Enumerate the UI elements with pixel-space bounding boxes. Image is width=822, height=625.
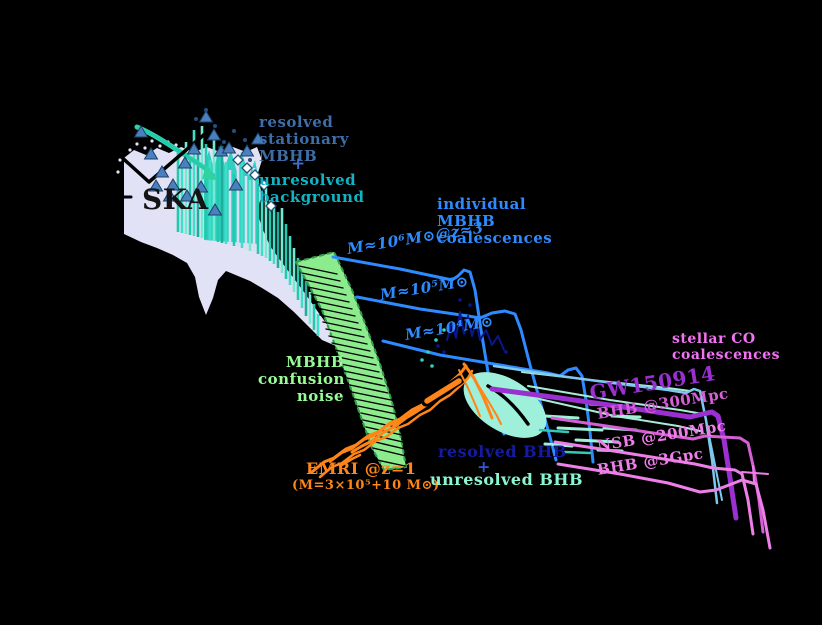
nsb-200mpc-extension: [741, 465, 769, 483]
resolved-bhb-scribble: [446, 311, 505, 351]
label-unresolved-bhb: unresolved BHB: [430, 470, 584, 489]
ska-blob-speckles: [116, 139, 178, 174]
resolved-mbhb-arrow-markers: [133, 110, 266, 216]
label-plus-2: +: [477, 457, 491, 476]
label-resolved-bhb: resolved BHB: [438, 442, 567, 461]
label-ska: SKA: [142, 183, 209, 216]
label-resolved-stationary-mbhb: resolved stationary MBHB: [259, 113, 349, 165]
cyan-specks: [420, 328, 446, 368]
label-emri: EMRI @z=1: [306, 459, 417, 478]
nsb-200mpc-track: [553, 440, 755, 536]
pale-bhb-line-2: [527, 385, 704, 415]
emri-plunge-3: [458, 369, 481, 417]
label-mbhb-confusion-noise: MBHB confusion noise: [258, 353, 345, 405]
emri-plunge-2: [467, 369, 502, 425]
ska-check-line: [115, 124, 216, 184]
label-stellar-co-coalescences: stellar CO coalescences: [672, 331, 780, 363]
bhb-3gpc-track: [556, 462, 772, 550]
pta-swoosh-arrowhead: [202, 166, 218, 180]
label-individual-mbhb-coalescences: individual MBHB coalescences: [437, 195, 553, 247]
label-unresolved-background: unresolved background: [259, 171, 365, 206]
resolved-mbhb-diamond-markers: [232, 154, 277, 212]
emri-arrow-body: [424, 378, 462, 404]
emri-strand-2: [318, 369, 474, 479]
gw150914-track: [489, 386, 739, 521]
unresolved-bhb-dashes-dark: [538, 428, 592, 455]
pale-bhb-line-3: [534, 397, 701, 432]
label-plus-1: +: [291, 154, 306, 174]
spike-top-dots: [194, 108, 252, 162]
confusion-band-hatching: [298, 265, 407, 467]
emri-strand-5: [338, 453, 362, 468]
scribble-specks: [436, 298, 508, 354]
label-emri-mass: (M=3×10⁵+10 M⊙): [292, 478, 440, 493]
